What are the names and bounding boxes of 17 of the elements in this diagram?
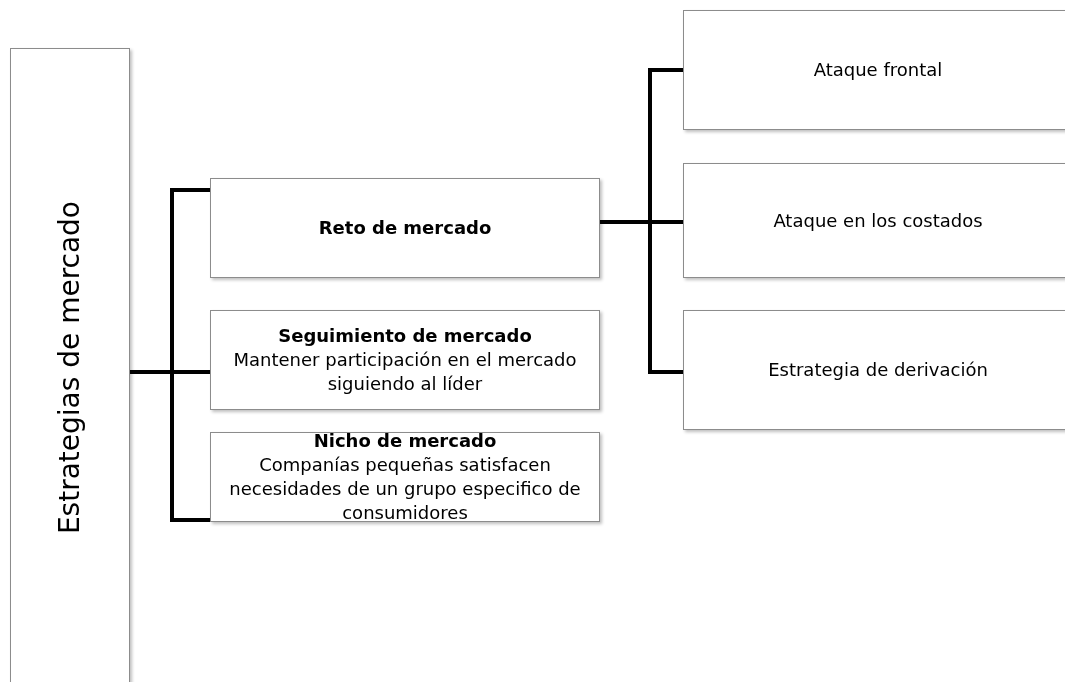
strategy-title: Seguimiento de mercado <box>278 324 532 348</box>
tactic-box <box>683 163 1065 278</box>
tactic-box <box>683 310 1065 430</box>
strategy-description: Companías pequeñas satisfacen necesidades de un grupo especifico de consumidores <box>228 453 582 525</box>
strategy-description: Mantener participación en el mercado siguiendo al líder <box>232 348 578 396</box>
strategy-box <box>210 432 600 522</box>
tactic-label: Ataque frontal <box>813 58 943 82</box>
strategy-box <box>210 310 600 410</box>
category-box <box>10 48 130 682</box>
strategy-title: Reto de mercado <box>318 216 492 240</box>
tactic-label: Ataque en los costados <box>773 208 983 233</box>
tactic-label: Estrategia de derivación <box>768 358 988 382</box>
strategy-box <box>210 178 600 278</box>
connector-line <box>130 370 210 522</box>
category-title: Estrategias de mercado <box>53 201 87 535</box>
tactic-box <box>683 10 1065 130</box>
strategy-title: Nicho de mercado <box>313 429 497 453</box>
